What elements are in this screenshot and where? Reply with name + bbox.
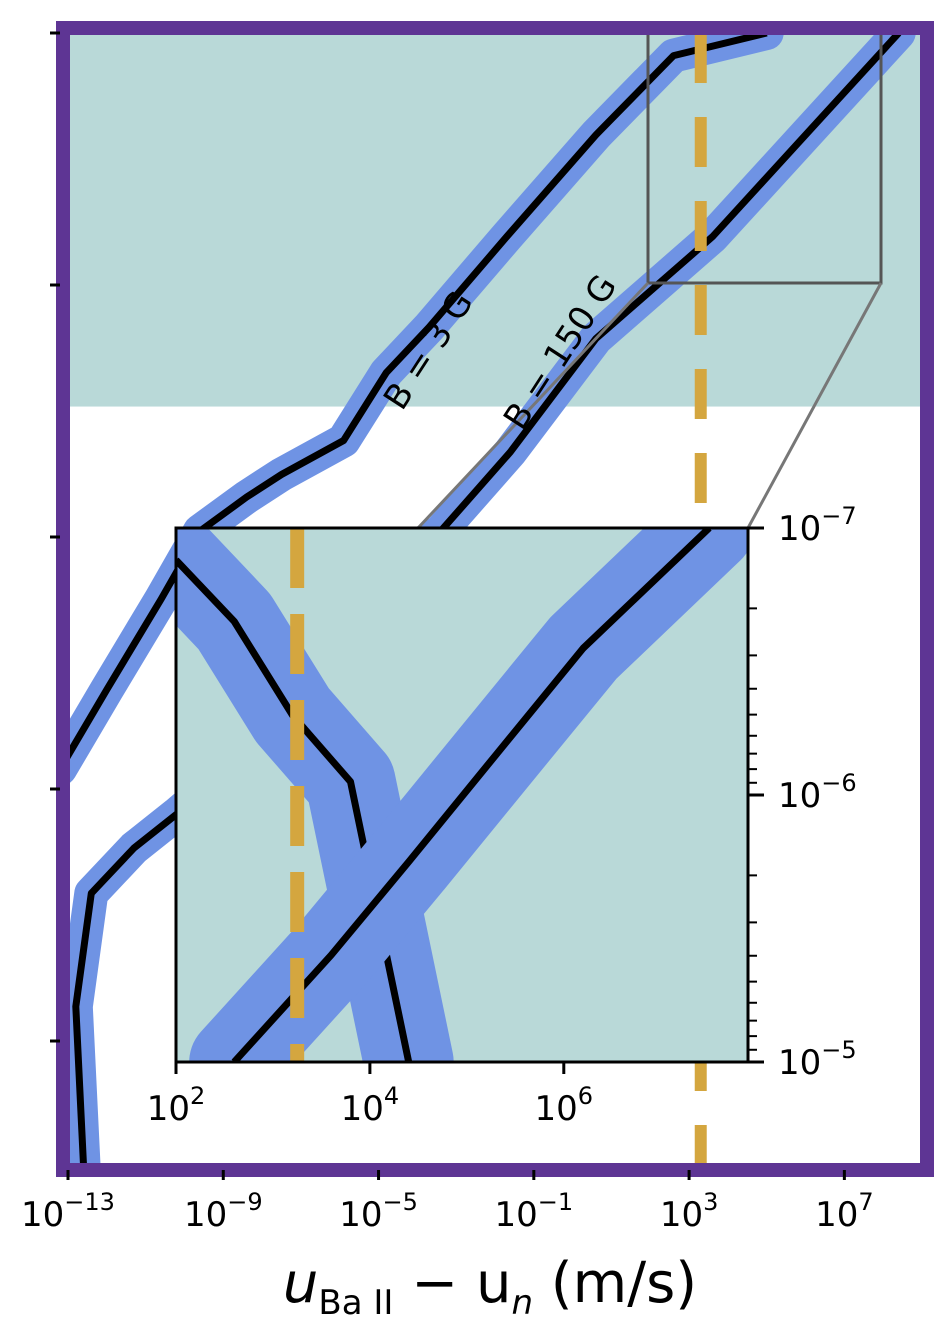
x-tick-label: 10−5 xyxy=(339,1188,418,1235)
x-tick-label: 103 xyxy=(660,1188,719,1235)
shaded-region xyxy=(68,33,922,407)
zoom-connector-right xyxy=(746,282,883,529)
x-tick-label: 10−13 xyxy=(21,1188,115,1235)
x-tick-label: 10−9 xyxy=(184,1188,263,1235)
series-line-0 xyxy=(68,33,768,763)
inset-x-tick-label: 104 xyxy=(341,1082,400,1129)
inset-x-tick-label: 102 xyxy=(147,1082,206,1129)
inset-y-tick-label: 10−7 xyxy=(778,502,857,549)
x-axis-label: uBa II − un (m/s) xyxy=(283,1251,697,1323)
inset-y-tick-label: 10−6 xyxy=(778,769,857,816)
x-tick-label: 10−1 xyxy=(494,1188,573,1235)
main-ticks: 10−13 10−9 10−5 10−1 103 107 xyxy=(21,31,874,1235)
inset-x-tick-label: 106 xyxy=(535,1082,594,1129)
inset-ticks: 102 104 106 10−7 10−6 10−5 xyxy=(147,502,857,1129)
inset-line-1 xyxy=(231,528,712,1062)
zoom-box xyxy=(646,33,883,285)
inset-plot: 102 104 106 10−7 10−6 10−5 xyxy=(147,502,857,1129)
plot-frame xyxy=(56,21,934,1177)
x-tick-label: 107 xyxy=(815,1188,874,1235)
zoom-connector-left xyxy=(416,281,650,530)
inset-y-tick-label: 10−5 xyxy=(778,1036,857,1083)
